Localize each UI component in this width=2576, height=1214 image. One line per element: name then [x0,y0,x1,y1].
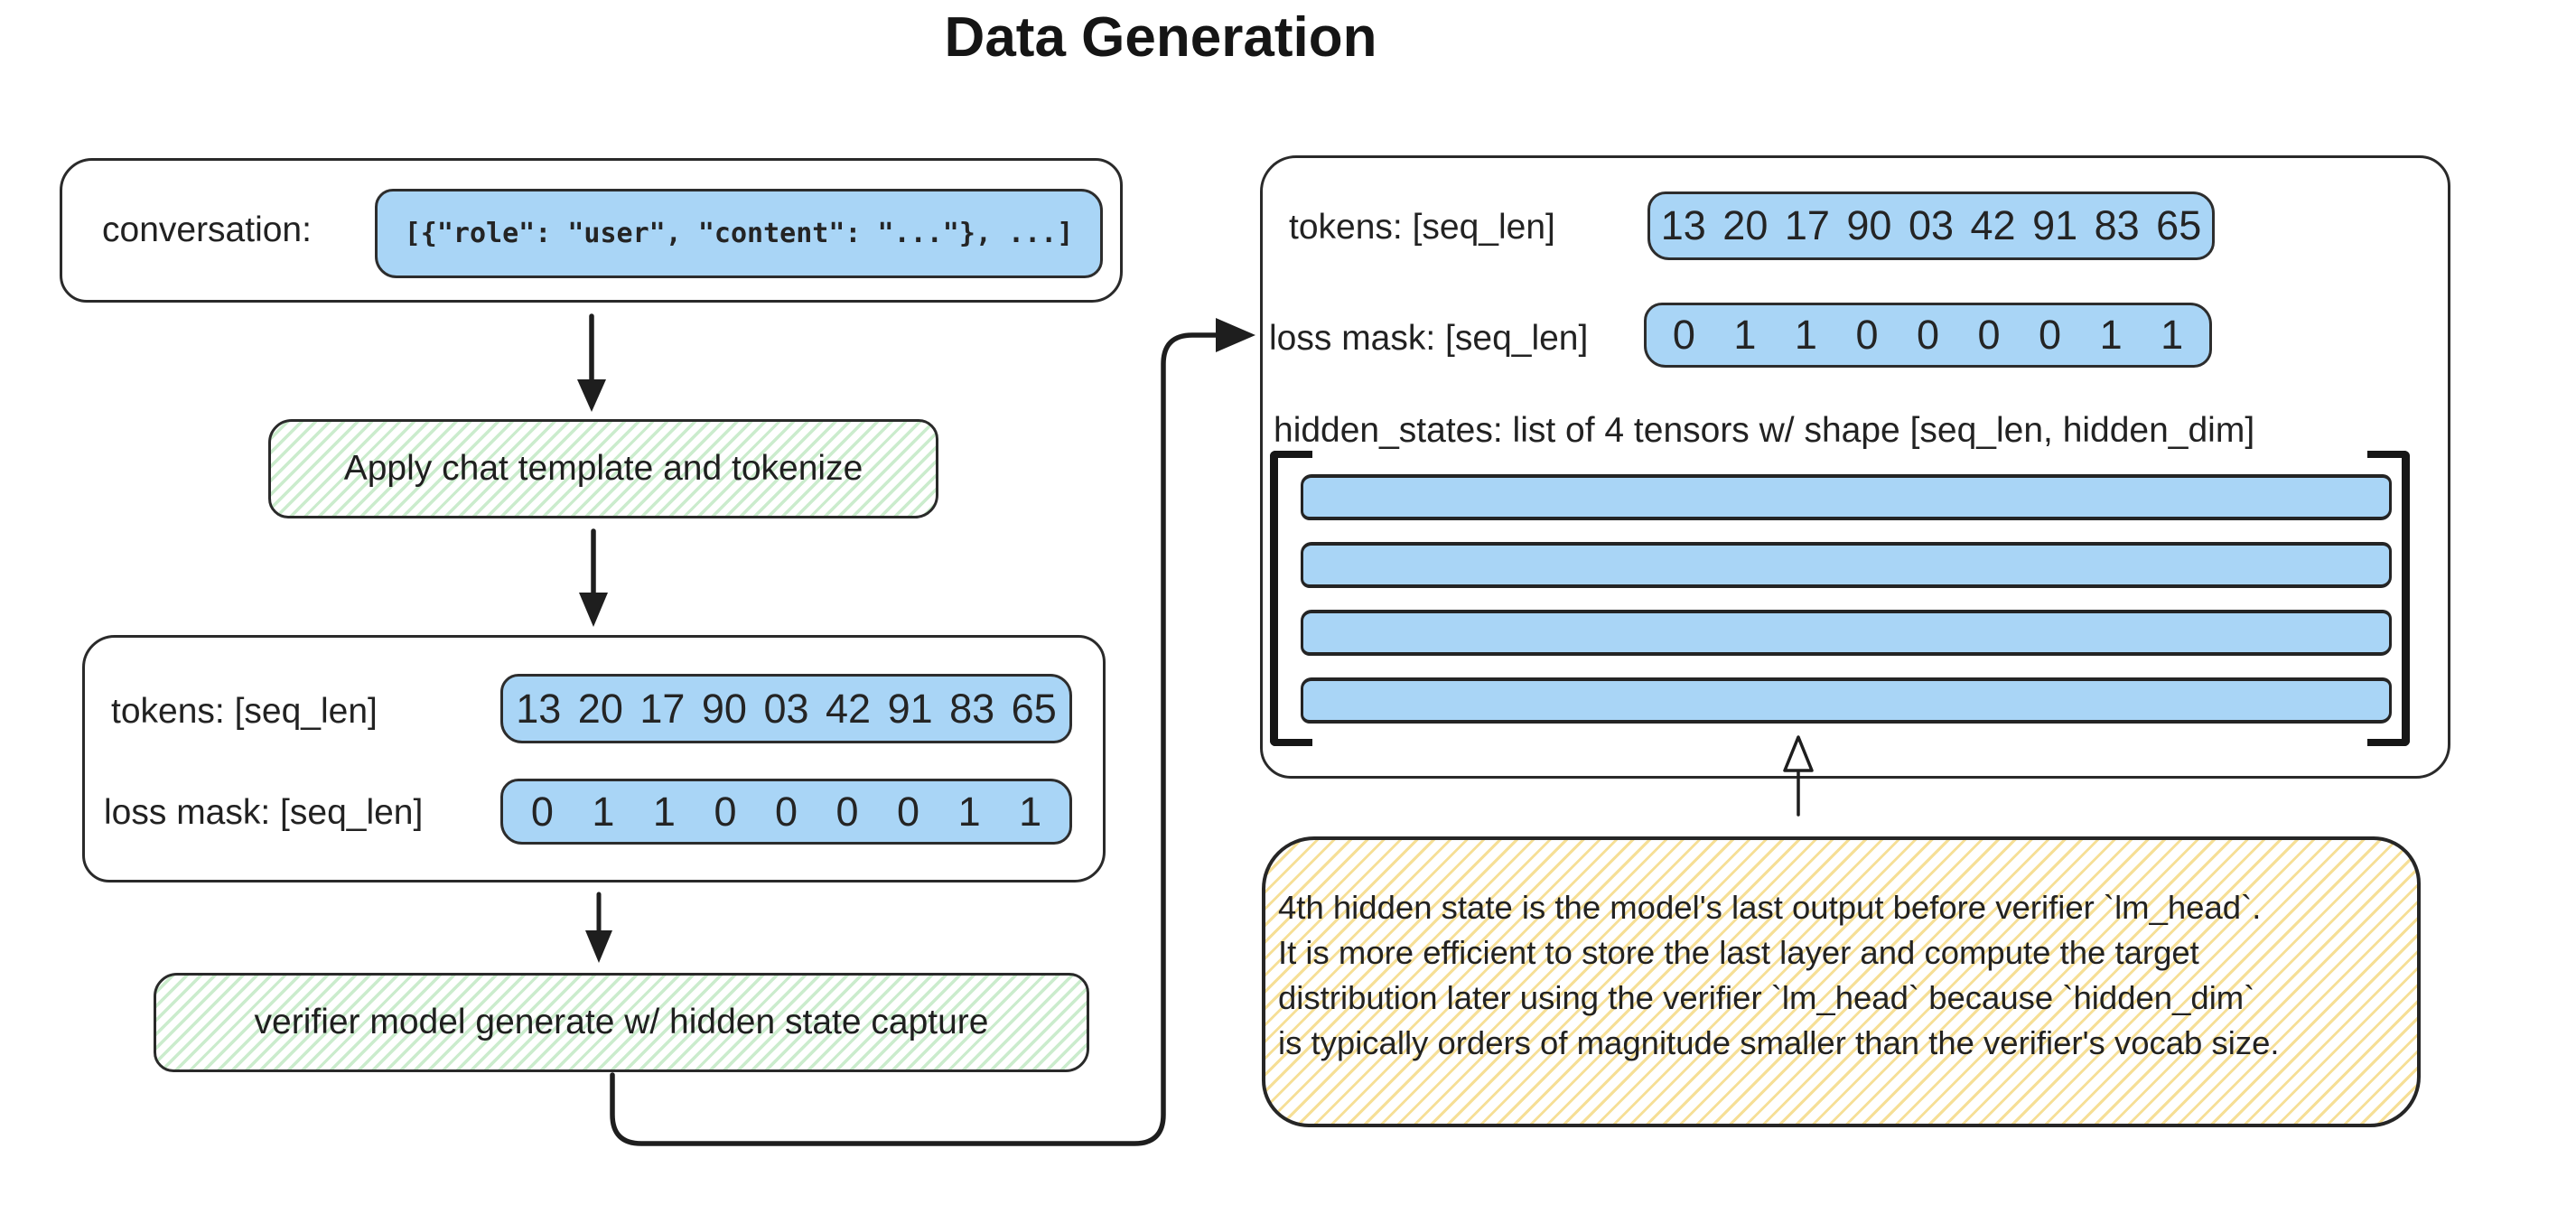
right-bracket [2367,451,2410,746]
note-line-2: It is more efficient to store the last l… [1278,934,2199,971]
hidden-state-bar-4 [1301,677,2392,724]
note-line-4: is typically orders of magnitude smaller… [1278,1024,2280,1061]
conversation-label: conversation: [102,210,312,249]
conversation-value-pill: [{"role": "user", "content": "..."}, ...… [375,189,1103,278]
page-title: Data Generation [944,6,1377,69]
hidden-states-label: hidden_states: list of 4 tensors w/ shap… [1274,411,2255,450]
note-box: 4th hidden state is the model's last out… [1262,836,2421,1127]
hidden-state-bar-3 [1301,610,2392,656]
down-arrow-2 [579,528,608,627]
tokenized-output-box: tokens: [seq_len] 13 20 17 90 03 42 91 8… [82,635,1106,882]
verifier-output-box: tokens: [seq_len] 13 20 17 90 03 42 91 8… [1260,155,2450,779]
out-tokens-values-pill: 13 20 17 90 03 42 91 83 65 [1647,191,2215,260]
out-tokens-label: tokens: [seq_len] [1289,208,1555,247]
tokens-values-pill: 13 20 17 90 03 42 91 83 65 [500,674,1072,743]
out-loss-mask-values-pill: 0 1 1 0 0 0 0 1 1 [1644,303,2212,368]
note-line-3: distribution later using the verifier `l… [1278,979,2255,1016]
step-apply-chat-template: Apply chat template and tokenize [268,419,938,518]
conversation-box: conversation: [{"role": "user", "content… [60,158,1123,303]
note-line-1: 4th hidden state is the model's last out… [1278,889,2262,926]
hidden-state-bar-1 [1301,474,2392,520]
loss-mask-values-pill: 0 1 1 0 0 0 0 1 1 [500,779,1072,845]
step-verifier-generate: verifier model generate w/ hidden state … [154,973,1089,1072]
step-apply-chat-template-label: Apply chat template and tokenize [343,449,863,488]
tokens-label: tokens: [seq_len] [111,692,378,731]
down-arrow-1 [577,313,606,412]
left-bracket [1270,451,1312,746]
loss-mask-label: loss mask: [seq_len] [104,793,424,832]
down-arrow-3 [585,892,612,963]
out-loss-mask-label: loss mask: [seq_len] [1269,319,1589,358]
step-verifier-generate-label: verifier model generate w/ hidden state … [254,1003,989,1041]
hidden-state-bar-2 [1301,542,2392,588]
